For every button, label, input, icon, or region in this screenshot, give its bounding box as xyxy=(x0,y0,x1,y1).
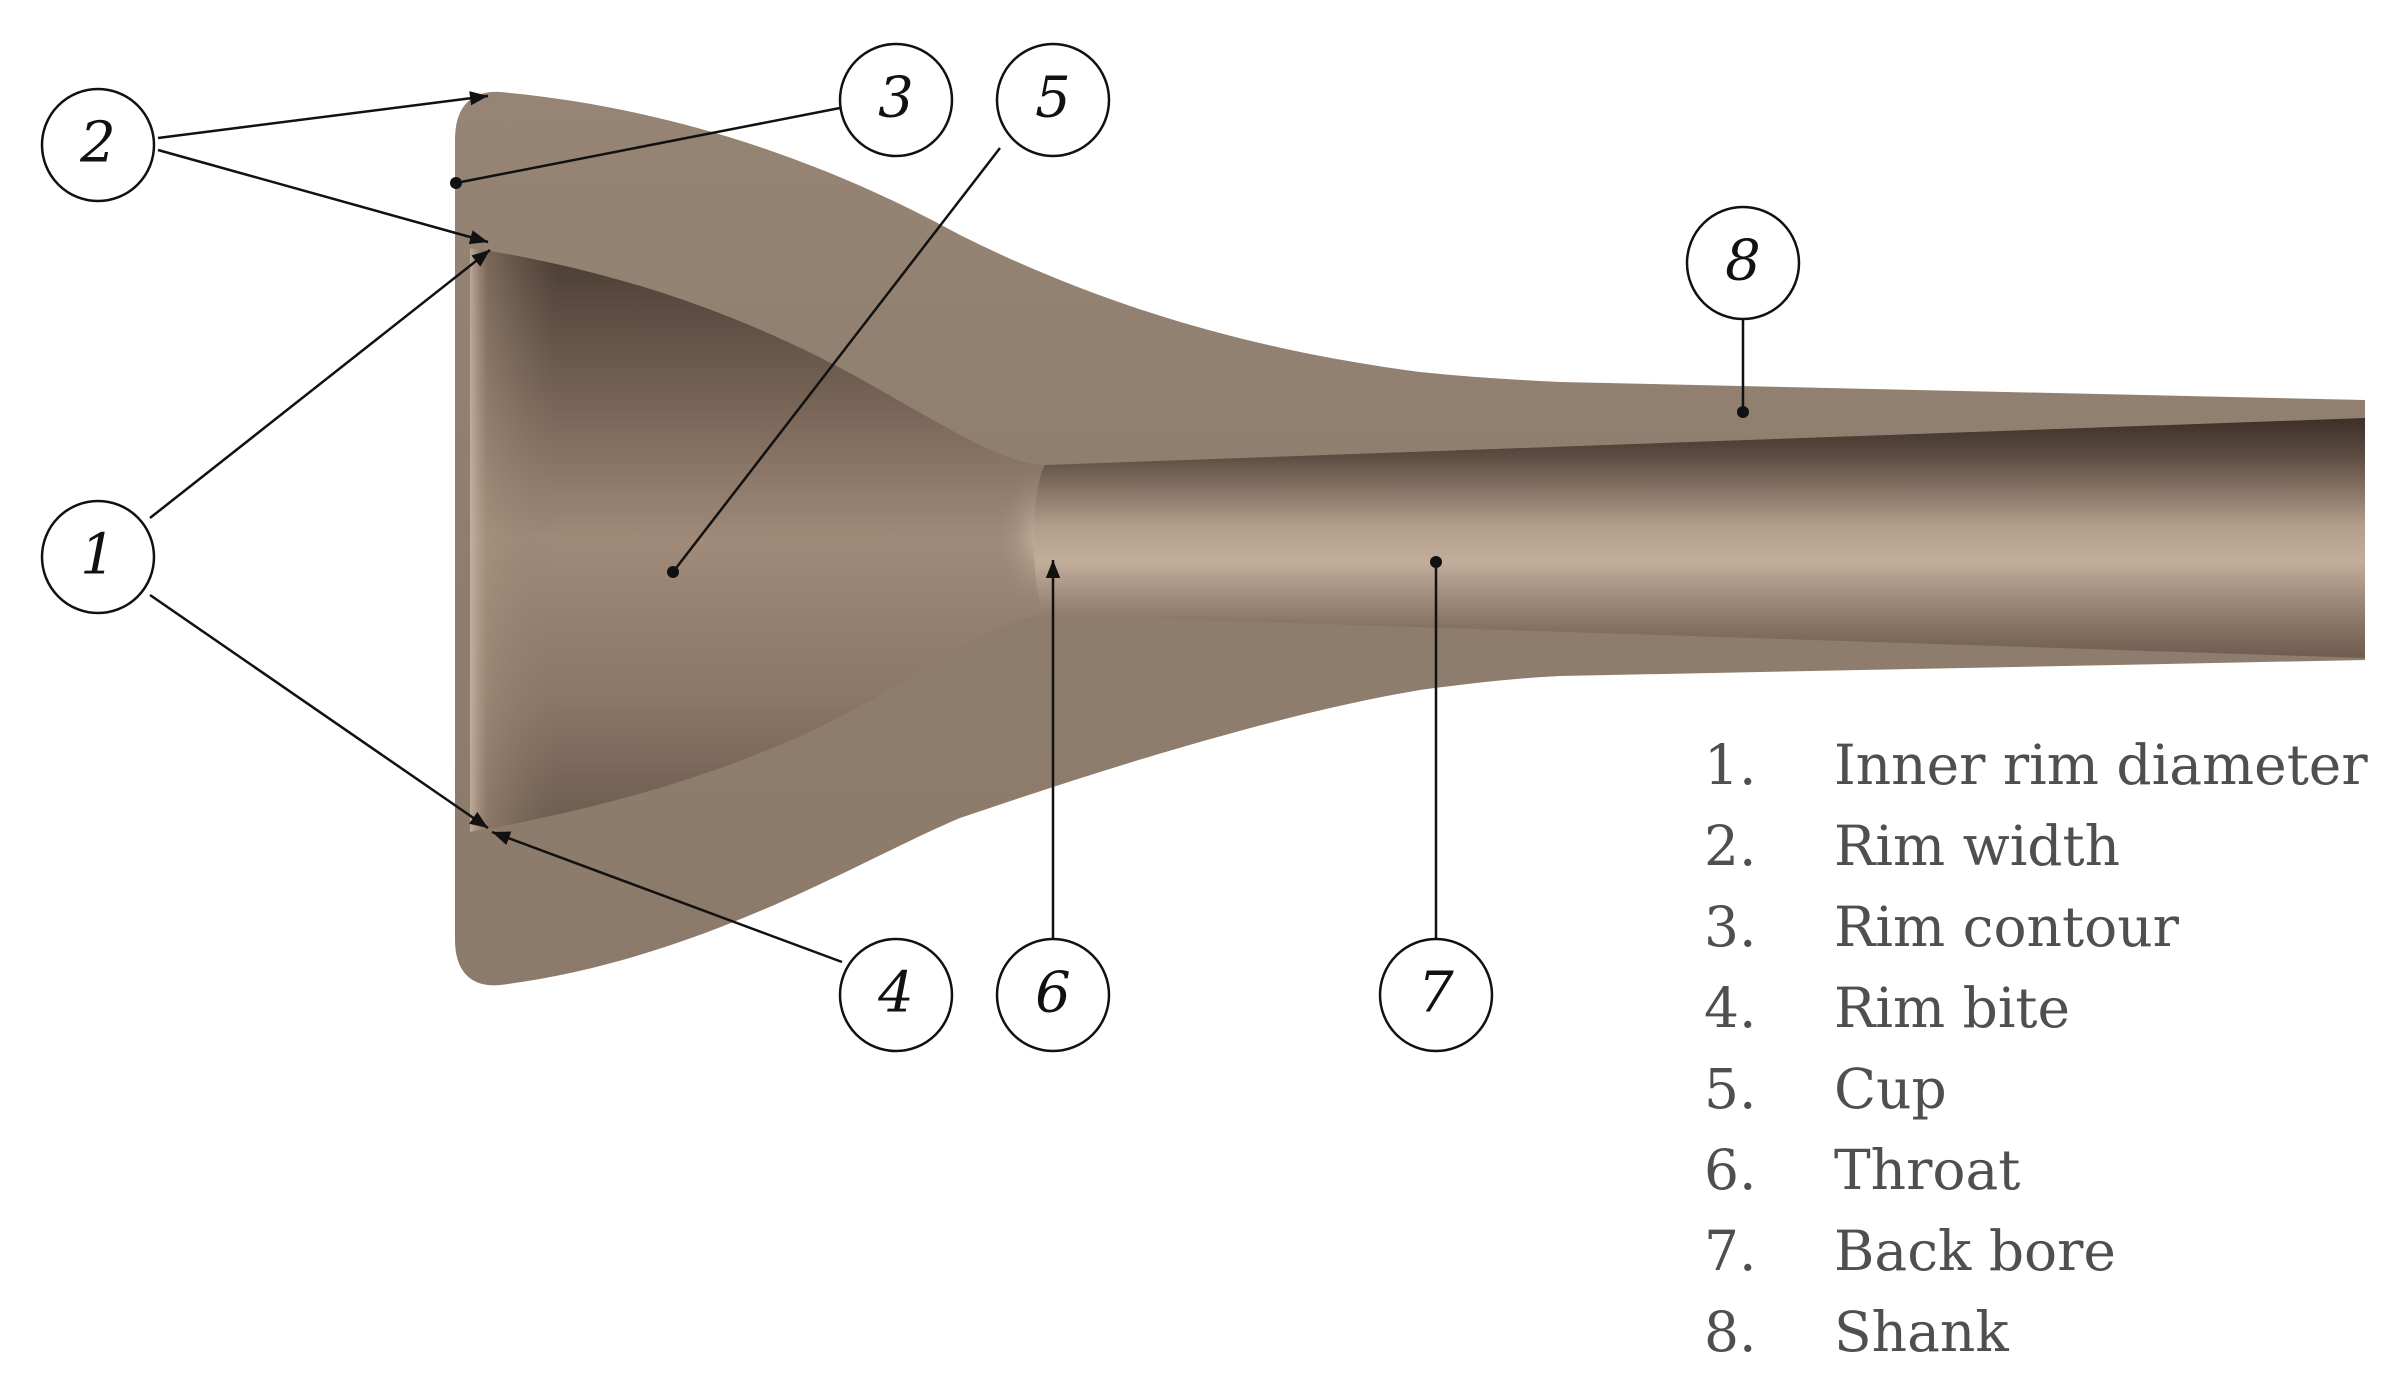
legend-label: Rim width xyxy=(1834,814,2121,878)
back-bore xyxy=(1033,418,2365,658)
legend-number: 4. xyxy=(1704,976,1757,1040)
legend-label: Cup xyxy=(1834,1057,1947,1121)
leader-1-bottom xyxy=(149,593,489,830)
dot-3 xyxy=(450,177,462,189)
callout-4-label: 4 xyxy=(877,961,914,1026)
legend-item: 1. Inner rim diameter xyxy=(1704,725,2368,806)
callout-3-label: 3 xyxy=(878,66,914,131)
leader-5 xyxy=(672,147,1001,573)
leader-4 xyxy=(491,830,843,964)
legend-number: 5. xyxy=(1704,1057,1757,1121)
leader-dots xyxy=(450,177,1749,578)
leader-2-bottom xyxy=(157,148,489,245)
legend-item: 5. Cup xyxy=(1704,1049,2364,1130)
callout-5: 5 xyxy=(995,42,1111,158)
legend-item: 2. Rim width xyxy=(1704,806,2364,887)
callout-8: 8 xyxy=(1685,205,1801,321)
callout-2-label: 2 xyxy=(79,111,116,176)
callout-2: 2 xyxy=(40,87,156,203)
leader-1-top xyxy=(149,249,491,519)
legend-number: 7. xyxy=(1704,1219,1757,1283)
legend-label: Shank xyxy=(1834,1300,2009,1364)
legend-item: 6. Throat xyxy=(1704,1130,2364,1211)
cup-rim-highlight xyxy=(470,248,1050,832)
leader-3 xyxy=(455,106,841,185)
callout-5-label: 5 xyxy=(1035,66,1071,131)
legend-item: 8. Shank xyxy=(1704,1292,2364,1373)
dot-5 xyxy=(667,566,679,578)
legend-number: 8. xyxy=(1704,1300,1757,1364)
callout-6: 6 xyxy=(995,937,1111,1053)
legend-number: 1. xyxy=(1704,733,1757,797)
leader-2-top xyxy=(157,91,489,140)
legend-item: 7. Back bore xyxy=(1704,1211,2364,1292)
legend-label: Rim contour xyxy=(1834,895,2179,959)
dot-7 xyxy=(1430,556,1442,568)
dot-8 xyxy=(1737,406,1749,418)
leader-lines xyxy=(149,91,1745,964)
callout-8-label: 8 xyxy=(1725,229,1761,294)
legend-number: 6. xyxy=(1704,1138,1757,1202)
legend-label: Back bore xyxy=(1834,1219,2116,1283)
callout-3: 3 xyxy=(838,42,954,158)
legend-label: Rim bite xyxy=(1834,976,2071,1040)
callout-4: 4 xyxy=(838,937,954,1053)
legend-number: 3. xyxy=(1704,895,1757,959)
callout-7-label: 7 xyxy=(1418,961,1454,1026)
legend-label: Throat xyxy=(1834,1138,2021,1202)
legend-label: Inner rim diameter xyxy=(1834,733,2368,797)
callout-1: 1 xyxy=(40,499,156,615)
callout-7: 7 xyxy=(1378,937,1494,1053)
callout-6-label: 6 xyxy=(1035,961,1071,1026)
legend: 1. Inner rim diameter 2. Rim width 3. Ri… xyxy=(1704,725,2368,1373)
legend-item: 4. Rim bite xyxy=(1704,968,2364,1049)
legend-item: 3. Rim contour xyxy=(1704,887,2364,968)
callout-1-label: 1 xyxy=(80,523,116,588)
legend-number: 2. xyxy=(1704,814,1757,878)
